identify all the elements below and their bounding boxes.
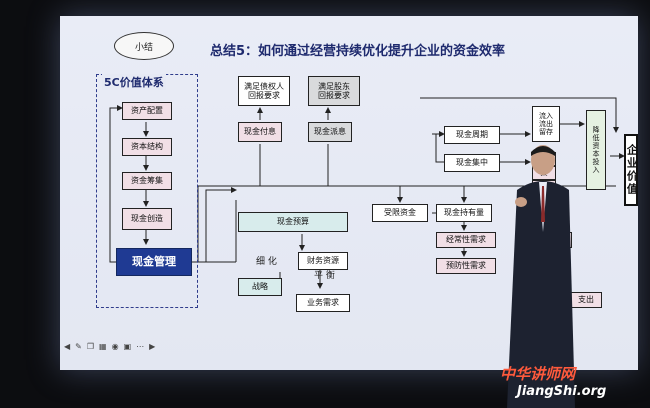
inflow-outflow-box: 流入 流出 留存 (532, 106, 560, 142)
shareholder-return-box: 满足股东 回报要求 (308, 76, 360, 106)
business-demand-box: 业务需求 (296, 294, 350, 312)
financial-resource-box: 财务资源 (298, 252, 348, 270)
cash-cycle-box: 现金周期 (444, 126, 500, 144)
slide-title: 总结5：如何通过经营持续优化提升企业的资金效率 (210, 44, 506, 59)
cash-management-box: 现金管理 (116, 248, 192, 276)
cash-holding-box: 现金持有量 (436, 204, 492, 222)
camera-icon[interactable]: ◉ (111, 342, 119, 351)
value-system-title: 5C价值体系 (102, 74, 166, 90)
asset-allocation-box: 资产配置 (122, 102, 172, 120)
presenter-figure (507, 145, 575, 408)
menu-icon[interactable]: ⋯ (136, 342, 145, 351)
grid-icon[interactable]: ▦ (99, 342, 107, 351)
cash-creation-box: 现金创造 (122, 208, 172, 230)
creditor-return-box: 满足债权人 回报要求 (238, 76, 290, 106)
interest-payment-box: 现金付息 (238, 122, 282, 142)
slide-toolbar: ◀ ✎ ❐ ▦ ◉ ▣ ⋯ ▶ (64, 342, 155, 354)
reduce-capital-box: 降低资本投入 (586, 110, 606, 190)
operating-demand-box: 经常性需求 (436, 232, 496, 248)
summary-badge: 小结 (114, 32, 174, 60)
balance-label: 平 衡 (314, 271, 335, 281)
copy-icon[interactable]: ❐ (86, 342, 95, 351)
arrow-left-icon[interactable]: ◀ (64, 342, 71, 351)
precautionary-demand-box: 预防性需求 (436, 258, 496, 274)
video-icon[interactable]: ▣ (123, 342, 132, 351)
fund-raising-box: 资金筹集 (122, 172, 172, 190)
flow-connectors (109, 97, 625, 289)
watermark-en: JiangShi.org (517, 384, 607, 399)
strategy-box: 战略 (238, 278, 282, 296)
pen-icon[interactable]: ✎ (75, 342, 82, 351)
arrow-right-icon[interactable]: ▶ (149, 342, 156, 351)
refine-label: 细 化 (256, 257, 277, 267)
watermark-cn: 中华讲师网 (500, 365, 576, 383)
cash-budget-box: 现金预算 (238, 212, 348, 232)
partial-expense-box: 支出 (570, 292, 602, 308)
dividend-payment-box: 现金派息 (308, 122, 352, 142)
capital-structure-box: 资本结构 (122, 138, 172, 156)
enterprise-value-box: 企业价值 (624, 134, 638, 206)
restricted-funds-box: 受限资金 (372, 204, 428, 222)
cash-concentration-box: 现金集中 (444, 154, 500, 172)
